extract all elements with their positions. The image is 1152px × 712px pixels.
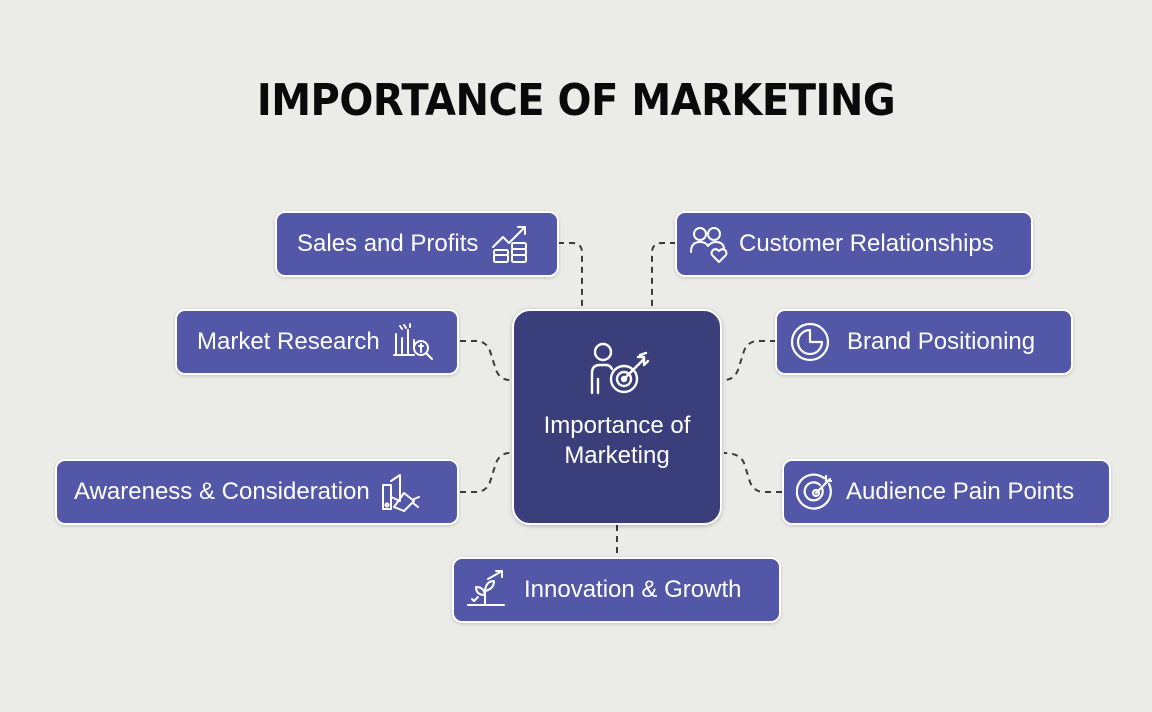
node-label: Sales and Profits [297, 230, 479, 257]
node-market-research: Market Research [175, 309, 459, 375]
diagram-title: IMPORTANCE OF MARKETING [256, 76, 896, 126]
node-sales-and-profits: Sales and Profits [275, 211, 559, 277]
target-icon [796, 472, 836, 512]
megaphone-icon [380, 471, 420, 513]
node-audience-pain-points: Audience Pain Points [782, 459, 1111, 525]
growth-chart-icon [490, 223, 530, 265]
connector-awareness [460, 452, 511, 493]
center-label: Importance of Marketing [543, 412, 691, 469]
node-customer-relationships: Customer Relationships [675, 211, 1033, 277]
node-label: Audience Pain Points [846, 478, 1075, 505]
research-chart-icon [392, 322, 434, 362]
node-label: Brand Positioning [847, 328, 1036, 355]
plant-growth-icon [466, 569, 508, 611]
node-innovation-growth: Innovation & Growth [452, 557, 781, 623]
node-awareness-consideration: Awareness & Consideration [55, 459, 459, 525]
node-label: Customer Relationships [739, 230, 994, 257]
node-brand-positioning: Brand Positioning [775, 309, 1073, 375]
connector-sales [558, 242, 583, 310]
node-label: Market Research [197, 328, 380, 355]
connector-customer [651, 242, 676, 310]
person-target-icon [586, 339, 650, 408]
people-heart-icon [689, 224, 729, 264]
pie-segment-icon [789, 321, 831, 363]
center-node: Importance of Marketing [512, 309, 722, 525]
node-label: Innovation & Growth [524, 576, 742, 603]
connector-research [460, 340, 511, 381]
connector-brand [723, 340, 776, 381]
node-label: Awareness & Consideration [74, 478, 370, 505]
connector-pain [723, 452, 782, 493]
